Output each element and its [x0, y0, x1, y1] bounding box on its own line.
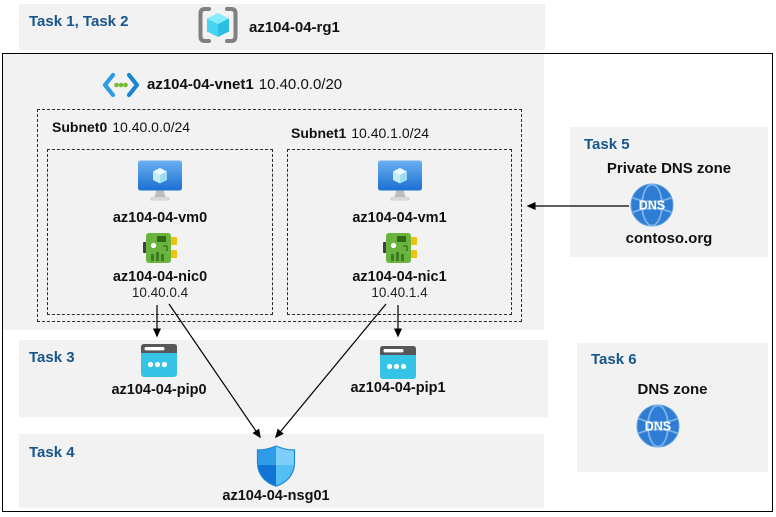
dns-icon-text: DNS	[645, 420, 671, 434]
virtual-machine-icon	[138, 160, 182, 201]
subnet0-box: az104-04-vm0 az104-04-nic0 10.40.0.4	[47, 149, 273, 315]
nsg-name: az104-04-nsg01	[222, 488, 330, 504]
dns-icon-text: DNS	[639, 199, 665, 213]
task6-label: Task 6	[591, 351, 637, 368]
virtual-network-icon	[102, 72, 140, 98]
subnet1-vm-stack: az104-04-vm1 az104-04-nic1 10.40.1.4	[288, 150, 511, 300]
virtual-machine-icon	[377, 160, 422, 201]
resource-group-name: az104-04-rg1	[249, 19, 340, 36]
nic0-name: az104-04-nic0	[112, 269, 208, 285]
subnet0-name: Subnet0	[52, 119, 108, 135]
vnet-cidr: 10.40.0.0/20	[258, 76, 343, 93]
public-ip-icon	[141, 344, 177, 377]
subnet0-cidr: 10.40.0.0/24	[112, 119, 191, 135]
task5-panel: Task 5 Private DNS zone DNS contoso.org	[570, 127, 768, 257]
nic0-ip: 10.40.0.4	[131, 285, 189, 300]
subnet1-box: az104-04-vm1 az104-04-nic1 10.40.1.4	[287, 149, 512, 315]
nic1-ip: 10.40.1.4	[371, 285, 428, 300]
diagram-boundary	[2, 53, 773, 512]
private-dns-zone-title: Private DNS zone	[606, 160, 732, 177]
task3-label: Task 3	[29, 349, 75, 366]
task4-label: Task 4	[29, 444, 75, 461]
nsg-shield-icon	[256, 445, 296, 487]
vm0-name: az104-04-vm0	[112, 210, 208, 226]
vnet-background	[3, 54, 544, 330]
task12-band	[19, 4, 545, 50]
vm1-name: az104-04-vm1	[352, 210, 447, 226]
task5-label: Task 5	[584, 136, 630, 153]
dns-globe-icon: DNS	[636, 404, 680, 448]
vnet-name: az104-04-vnet1	[147, 76, 254, 93]
private-dns-zone-name: contoso.org	[625, 230, 713, 247]
nic1-name: az104-04-nic1	[352, 269, 447, 285]
subnet1-name: Subnet1	[291, 125, 347, 141]
resource-group-icon	[198, 7, 238, 43]
pip0-name: az104-04-pip0	[111, 382, 207, 398]
network-interface-icon	[143, 233, 177, 263]
pip1-name: az104-04-pip1	[350, 380, 446, 396]
task12-label: Task 1, Task 2	[29, 13, 129, 30]
public-ip-icon	[380, 346, 416, 379]
subnet0-vm-stack: az104-04-vm0 az104-04-nic0 10.40.0.4	[48, 150, 272, 300]
task6-panel: Task 6 DNS zone DNS	[577, 343, 768, 472]
subnet1-cidr: 10.40.1.0/24	[351, 125, 430, 141]
dns-zone-title: DNS zone	[637, 381, 708, 398]
network-interface-icon	[382, 233, 417, 263]
dns-globe-icon: DNS	[630, 183, 674, 227]
